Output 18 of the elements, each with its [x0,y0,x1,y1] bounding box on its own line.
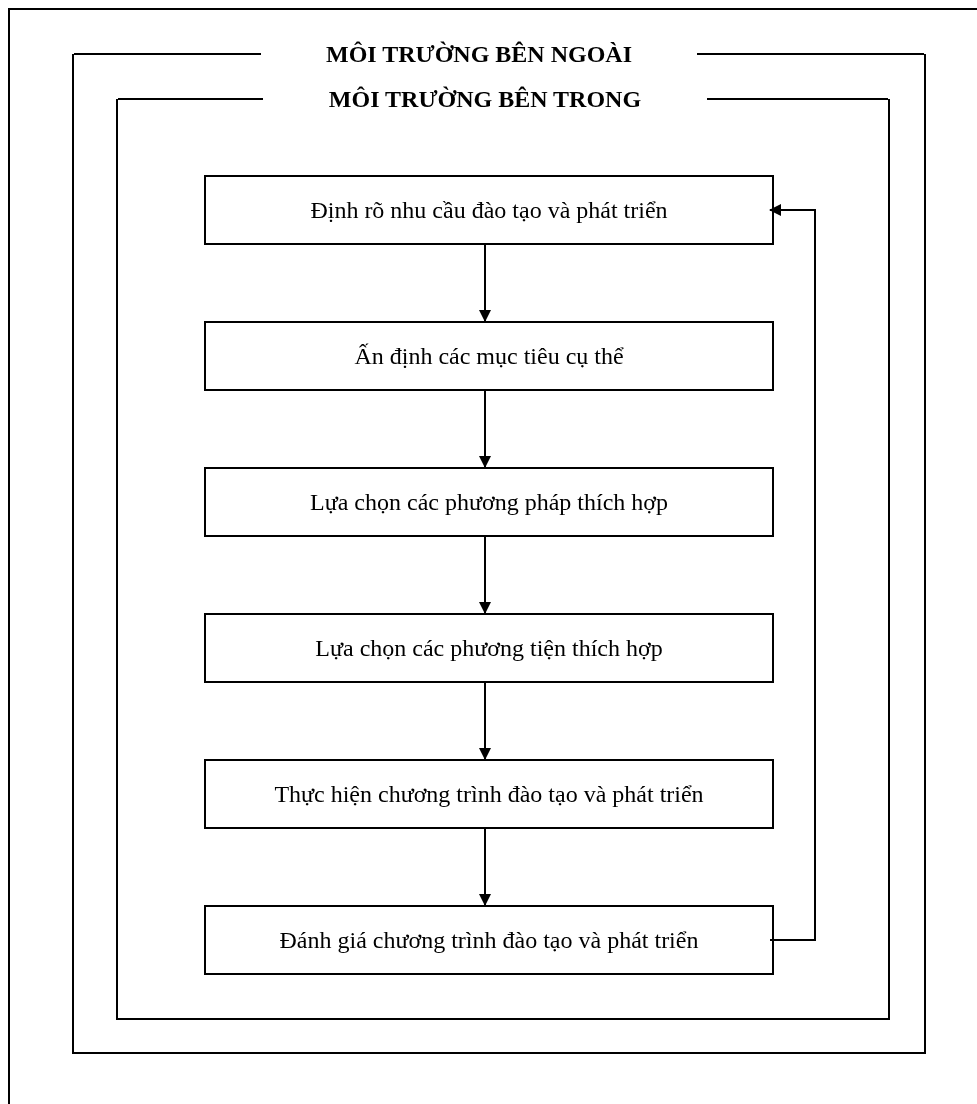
arrow [479,390,491,468]
process-box [204,759,774,829]
process-box [204,175,774,245]
process-box [204,613,774,683]
arrow [479,244,491,322]
process-box [204,467,774,537]
step-label: Ấn định các mục tiêu cụ thể [354,342,624,370]
step-label: Thực hiện chương trình đào tạo và phát triển [274,780,704,808]
step-label: Lựa chọn các phương pháp thích hợp [310,488,668,516]
process-box [204,905,774,975]
step-label: Định rõ nhu cầu đào tạo và phát triển [310,196,668,224]
arrow [479,536,491,614]
step-label: Lựa chọn các phương tiện thích hợp [315,634,663,662]
process-box [204,321,774,391]
arrow [479,682,491,760]
arrow [479,828,491,906]
step-label: Đánh giá chương trình đào tạo và phát triển [279,926,699,954]
arrow [769,204,816,941]
